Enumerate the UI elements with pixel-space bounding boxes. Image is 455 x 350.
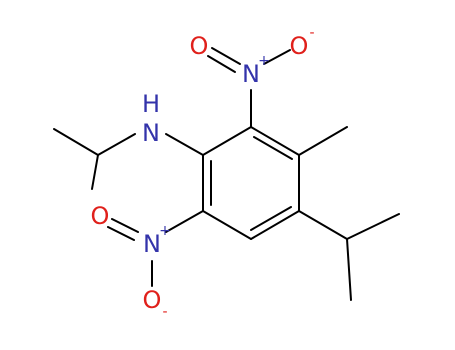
nitro-bottom-oxygen-double-label: O [91,202,110,230]
ring-bond-c4-c5-inner [250,206,292,231]
nitro-top-plus-label: + [258,53,270,69]
nitro-bottom-oxygen-single-label: O [143,286,162,314]
nitro-top-nitrogen-label: N [242,60,260,88]
nitro-top-oxygen-double-label: O [190,32,209,60]
nitro-top-oxygen-single-label: O [290,32,309,60]
ring-bond-c1-c2 [202,126,252,156]
nitro-top-minus-label: - [309,25,314,41]
amine-nitrogen-label: N [142,119,160,147]
ring-bond-c5-c6 [202,210,252,240]
bond-c6-nitro-bottom [165,210,204,233]
bond-n-isopropyl [97,133,136,156]
ring-bond-c2-c3 [250,126,300,156]
bond-nitro-top-o-single [263,49,291,65]
amine-hydrogen-label: H [142,90,160,118]
bond-isopropyl-right-b [346,238,352,301]
bond-isopropyl-right-a [346,213,400,240]
bond-isopropyl-methyl-a [53,128,99,156]
bond-nitro-top-o-double [211,47,241,65]
atom-labels: H N N + O O - N + O O - [91,25,315,320]
nitro-bottom-nitrogen-label: N [143,230,161,258]
nitro-bottom-minus-label: - [162,304,167,320]
bond-nitro-bottom-o-double-2 [107,226,135,241]
bond-isopropyl-methyl-b [91,154,99,190]
bond-nitro-top-o-double-2 [207,55,236,73]
substituent-bonds [53,47,400,301]
benzene-ring [202,126,300,240]
bond-c3-methyl [298,126,348,156]
ring-bond-c4-c5 [250,210,300,240]
bond-nitro-bottom-o-double [111,218,139,233]
bond-c1-n-amine [165,133,204,156]
bond-c4-isopropyl [298,210,348,240]
nitro-bottom-plus-label: + [159,223,171,239]
ring-bond-c2-c3-inner [253,136,293,160]
